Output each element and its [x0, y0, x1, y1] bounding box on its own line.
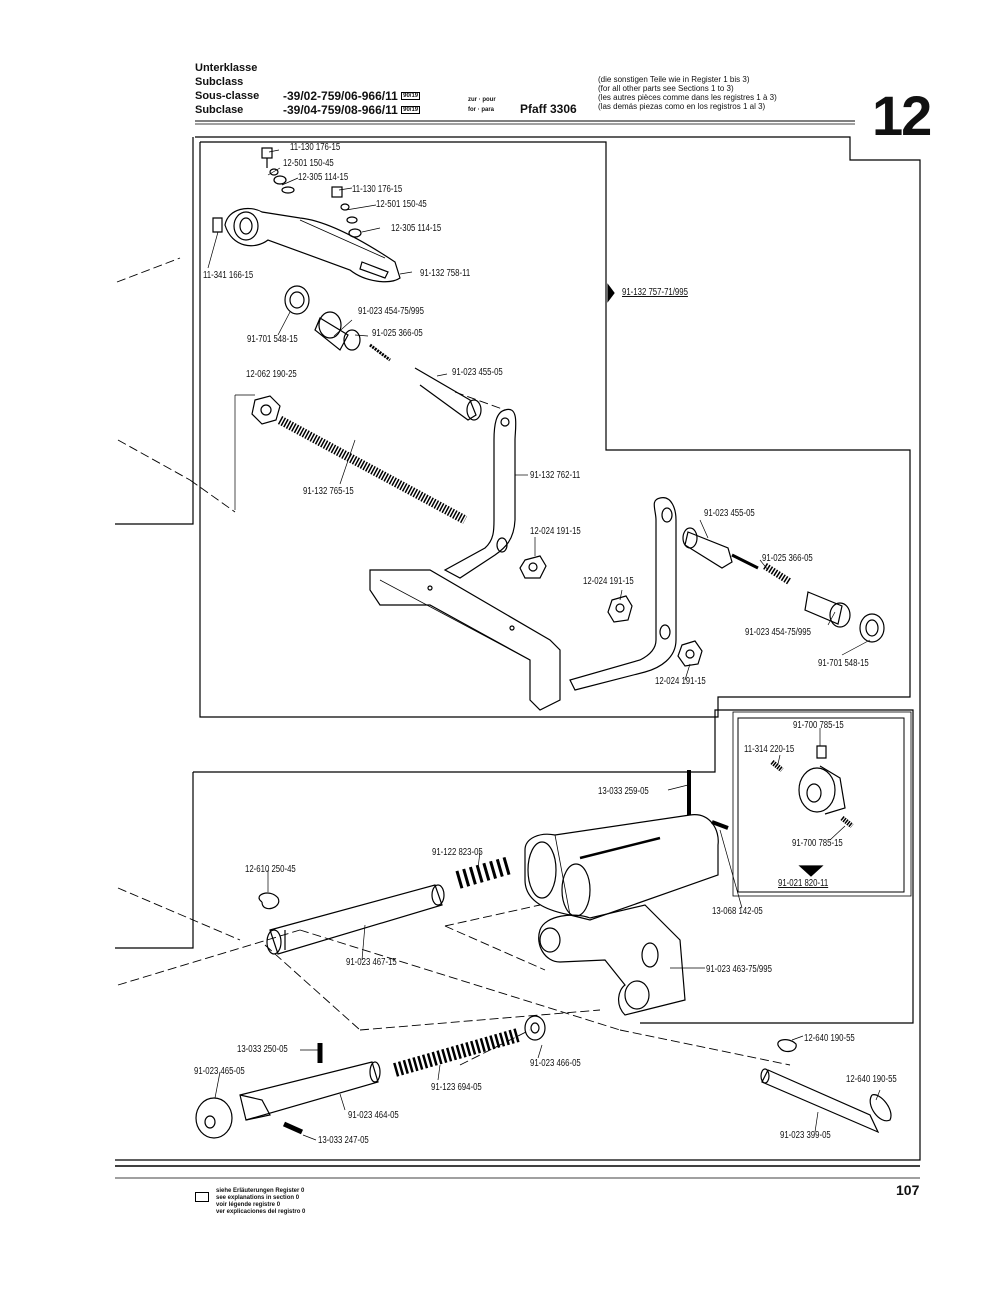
part-label: 12-640 190-55 [804, 1033, 855, 1044]
part-label: 91-023 454-75/995 [358, 306, 424, 317]
part-label: 91-132 762-11 [530, 470, 581, 481]
reference-label: 91-132 757-71/995 [622, 287, 688, 298]
part-label: 12-024 191-15 [655, 676, 706, 687]
part-label: 91-701 548-15 [247, 334, 298, 345]
part-label: 91-122 823-05 [432, 847, 483, 858]
legend-square-icon [195, 1191, 209, 1202]
part-label: 91-700 785-15 [792, 838, 843, 849]
reference-label: 91-021 820-11 [778, 878, 829, 889]
footer-marker-box [195, 1188, 209, 1206]
part-label: 13-033 250-05 [237, 1044, 288, 1055]
for-para-label: for · para [468, 107, 495, 113]
part-label: 11-314 220-15 [744, 744, 795, 755]
page-number: 107 [896, 1182, 920, 1198]
section-number: 12 [872, 84, 932, 147]
part-label: 13-033 259-05 [598, 786, 649, 797]
part-label: 91-023 463-75/995 [706, 964, 772, 975]
zur-pour-label: zur · pour [468, 97, 496, 103]
header-label-subclass: Subclass [195, 76, 244, 88]
part-label: 91-701 548-15 [818, 658, 869, 669]
header-label-subclase: Subclase [195, 104, 244, 116]
footer-line-es: ver explicaciones del registro 0 [216, 1209, 306, 1215]
note-line-en: (for all other parts see Sections 1 to 3… [598, 84, 734, 93]
part-label: 91-023 454-75/995 [745, 627, 811, 638]
note-line-fr: (les autres pièces comme dans les regist… [598, 93, 777, 102]
part-label: 91-023 464-05 [348, 1110, 399, 1121]
header-label-sous-classe: Sous-classe [195, 90, 260, 102]
part-label: 12-640 190-55 [846, 1074, 897, 1085]
part-label: 91-700 785-15 [793, 720, 844, 731]
note-line-es: (las demás piezas como en los registros … [598, 102, 766, 111]
part-label: 91-023 455-05 [452, 367, 503, 378]
part-label: 12-501 150-45 [376, 199, 427, 210]
part-label: 91-132 765-15 [303, 486, 354, 497]
part-label: 12-024 191-15 [583, 576, 634, 587]
part-label: 12-610 250-45 [245, 864, 296, 875]
part-label: 91-023 399-05 [780, 1130, 831, 1141]
part-label: 12-501 150-45 [283, 158, 334, 169]
part-label: 12-062 190-25 [246, 369, 297, 380]
code-tag-2: 90/19 [401, 106, 421, 115]
part-label: 12-305 114-15 [391, 223, 442, 234]
part-label: 91-123 694-05 [431, 1082, 482, 1093]
subclass-number-1: -39/02-759/06-966/11 90/19 [283, 89, 421, 103]
footer-line-en: see explanations in section 0 [216, 1195, 300, 1201]
part-label: 91-023 467-15 [346, 957, 397, 968]
part-label: 91-132 758-11 [420, 268, 471, 279]
machine-name: Pfaff 3306 [520, 102, 577, 116]
header-label-unterklasse: Unterklasse [195, 62, 258, 74]
part-label: 11-341 166-15 [203, 270, 254, 281]
part-label: 91-023 455-05 [704, 508, 755, 519]
part-label: 12-305 114-15 [298, 172, 349, 183]
part-label: 11-130 176-15 [352, 184, 403, 195]
part-label: 91-023 466-05 [530, 1058, 581, 1069]
footer-line-fr: voir légende registre 0 [216, 1202, 281, 1208]
subclass-number-2: -39/04-759/08-966/11 90/19 [283, 103, 421, 117]
part-label: 91-025 366-05 [762, 553, 813, 564]
part-label: 91-023 465-05 [194, 1066, 245, 1077]
part-label: 91-025 366-05 [372, 328, 423, 339]
code-tag-1: 90/19 [401, 92, 421, 101]
note-line-de: (die sonstigen Teile wie in Register 1 b… [598, 75, 750, 84]
part-label: 12-024 191-15 [530, 526, 581, 537]
part-label: 13-033 247-05 [318, 1135, 369, 1146]
part-label: 11-130 176-15 [290, 142, 341, 153]
footer-line-de: siehe Erläuterungen Register 0 [216, 1188, 305, 1194]
part-label: 13-068 142-05 [712, 906, 763, 917]
